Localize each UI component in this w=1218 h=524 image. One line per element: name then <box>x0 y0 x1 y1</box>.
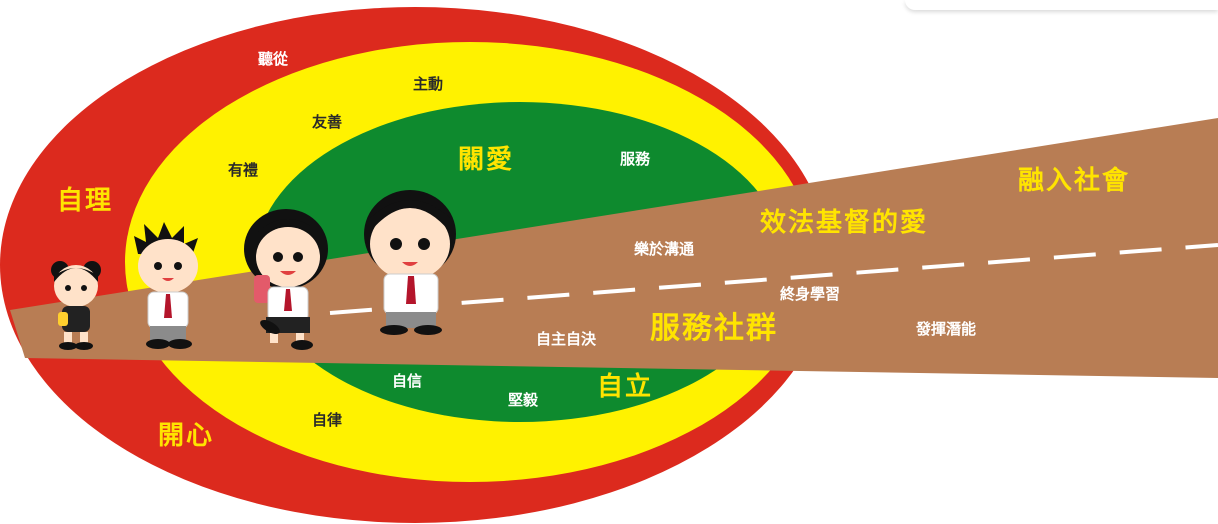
label-zi-li-self-care: 自理 <box>57 186 114 216</box>
label-zhong-shen: 終身學習 <box>780 285 841 303</box>
label-zi-li-independent: 自立 <box>597 372 654 402</box>
label-zhu-dong: 主動 <box>413 75 444 93</box>
schoolgirl-with-bag <box>244 209 328 350</box>
spiky-hair-boy <box>134 222 198 349</box>
label-jian-yi: 堅毅 <box>508 391 539 409</box>
top-edge-panel <box>905 0 1218 10</box>
label-zi-lv: 自律 <box>312 411 343 429</box>
toddler-girl <box>51 261 101 350</box>
label-fu-wu-she-qun: 服務社群 <box>650 311 778 346</box>
label-le-yu-gou-tong: 樂於溝通 <box>634 240 695 258</box>
label-zi-xin: 自信 <box>392 372 423 390</box>
label-you-li: 有禮 <box>228 161 259 179</box>
label-fu-wu: 服務 <box>620 150 651 168</box>
label-rong-ru: 融入社會 <box>1018 166 1131 196</box>
label-kai-xin: 開心 <box>158 421 215 451</box>
road <box>10 118 1218 378</box>
label-zi-zhu-zi-jue: 自主自決 <box>536 330 597 348</box>
schoolboy <box>364 190 456 335</box>
label-you-shan: 友善 <box>312 113 343 131</box>
label-guan-ai: 關愛 <box>458 145 515 175</box>
label-ting-cong: 聽從 <box>258 50 289 68</box>
label-fa-hui: 發揮潛能 <box>916 320 977 338</box>
label-xiao-fa: 效法基督的愛 <box>760 208 929 238</box>
road-centre-line <box>329 243 1218 315</box>
